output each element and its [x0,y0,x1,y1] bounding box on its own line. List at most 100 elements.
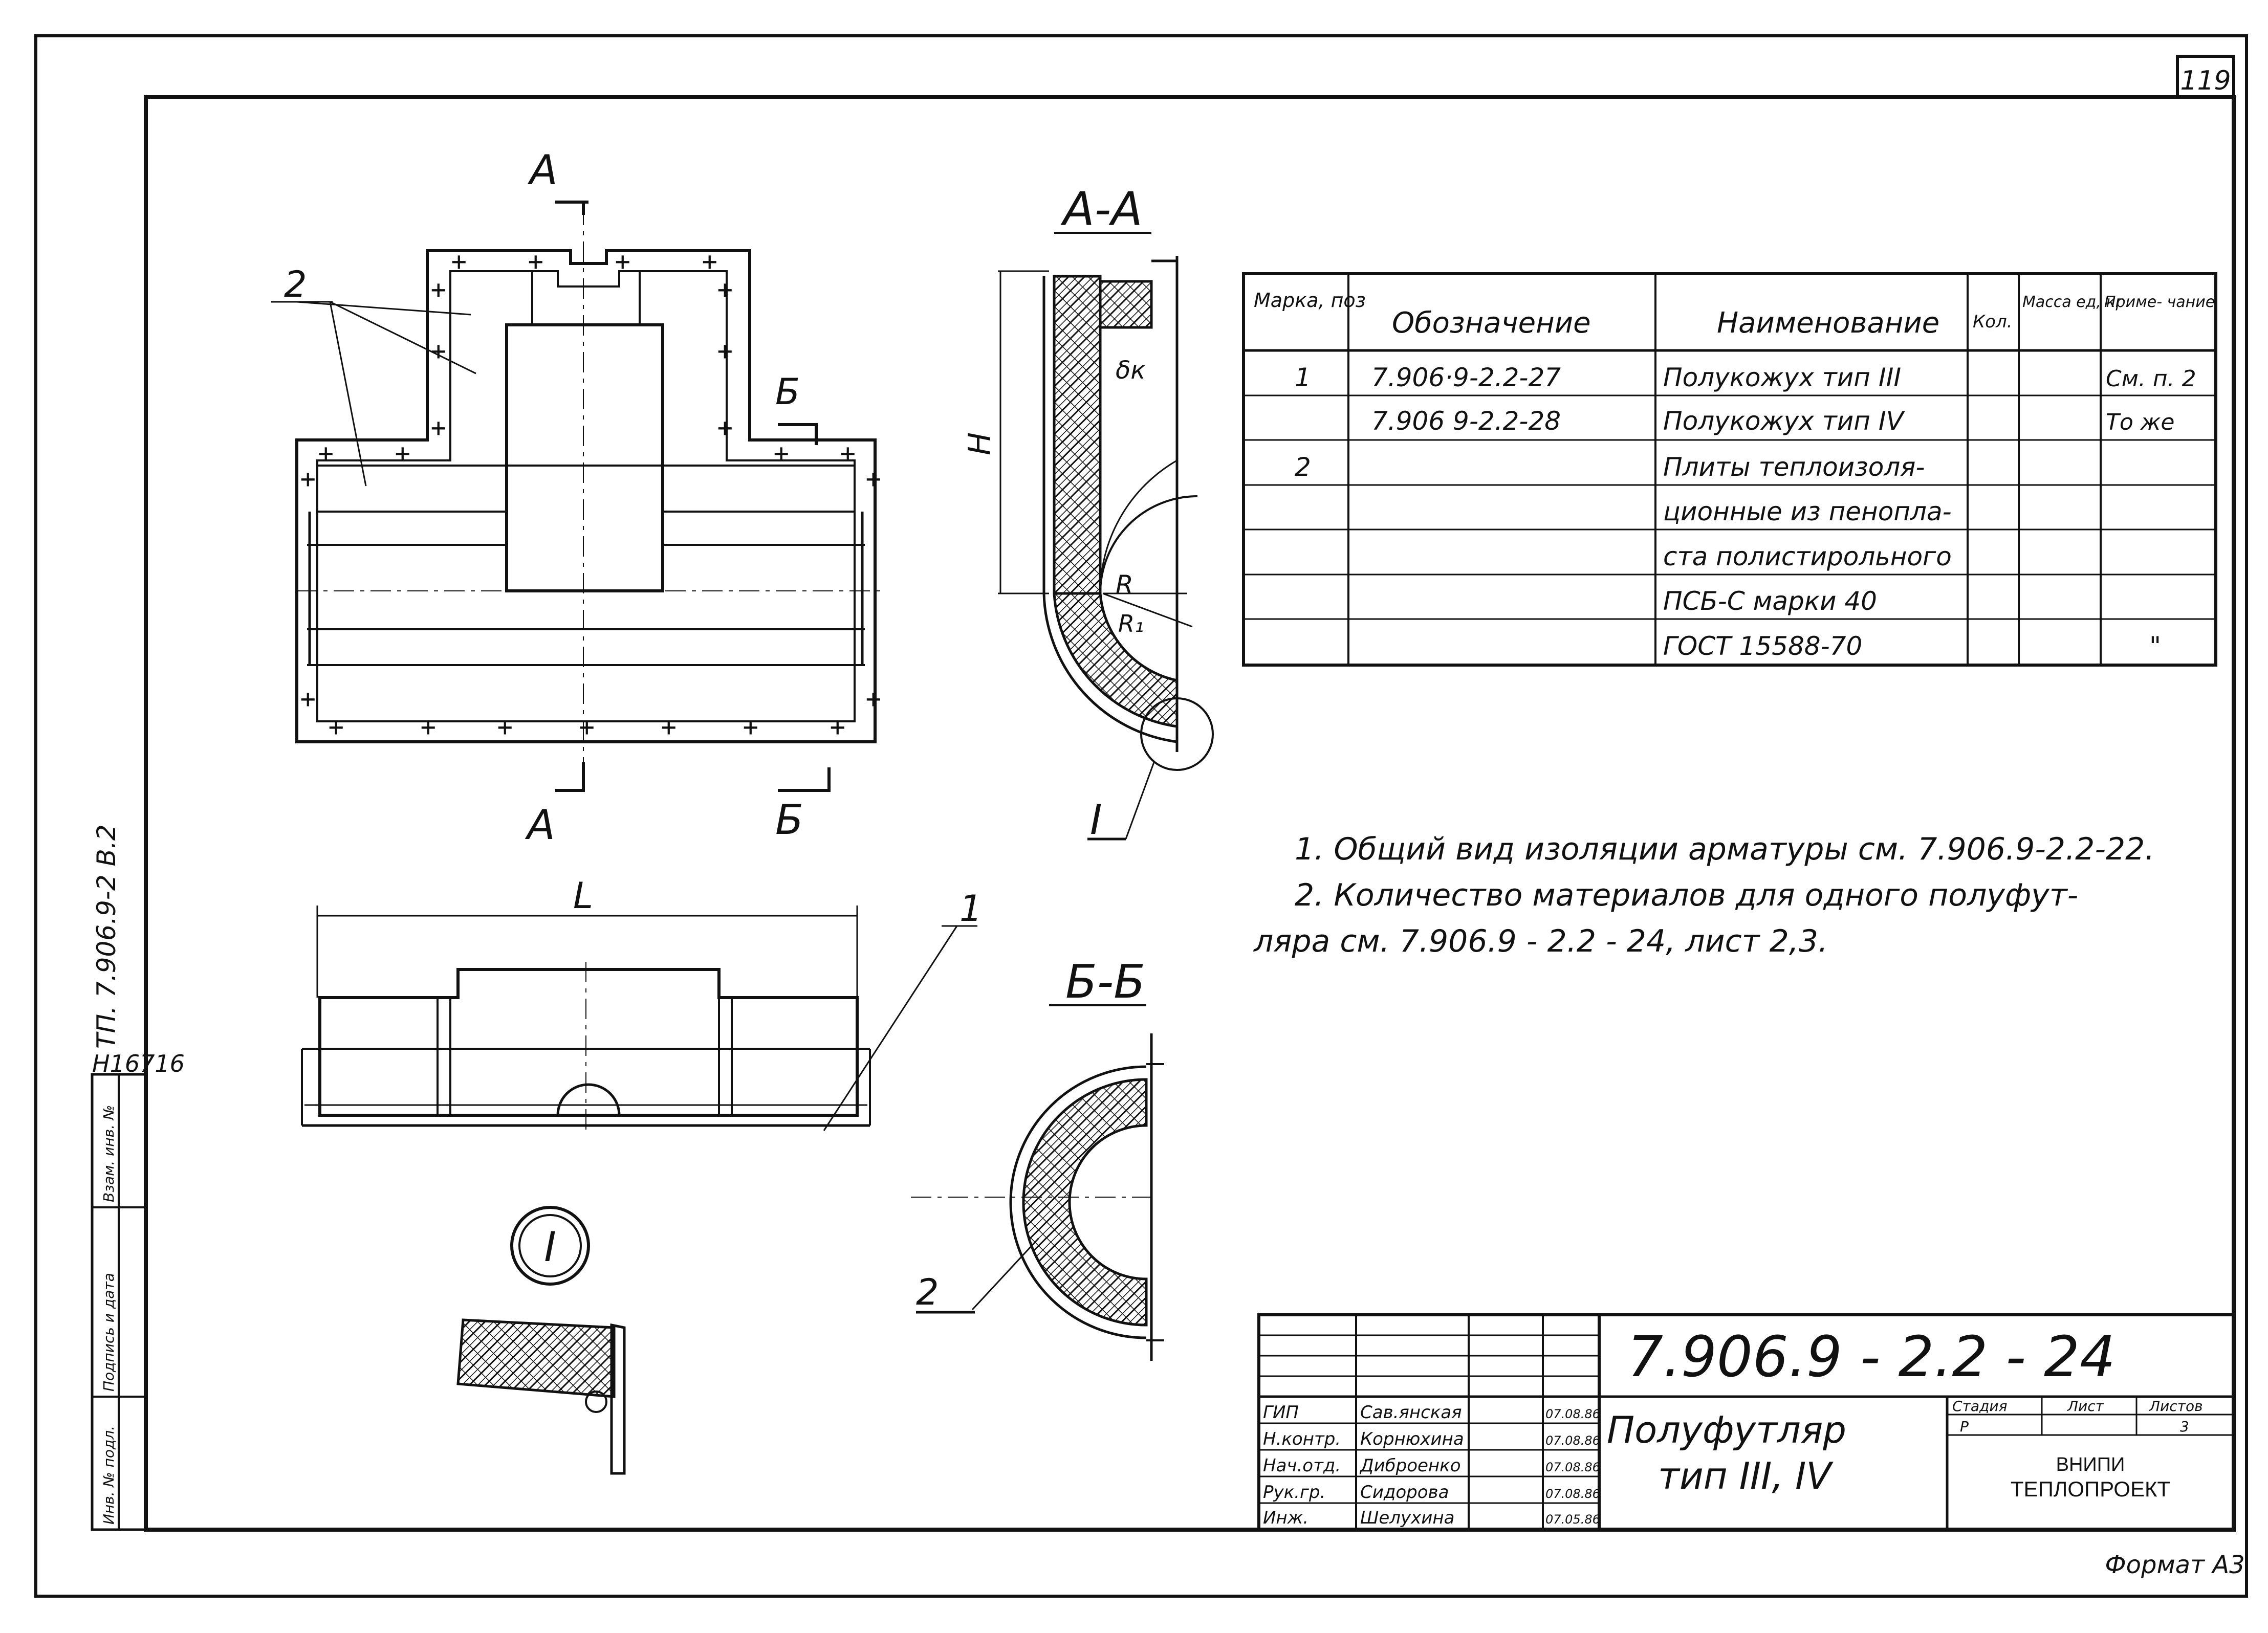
spec-r1-c2: Полукожух тип IV [1663,406,1906,436]
notes: 1. Общий вид изоляции арматуры см. 7.906… [1253,831,2154,959]
stage-v-2: 3 [2180,1418,2189,1435]
stage-cells: Стадия Лист Листов Р 3 [1952,1398,2203,1435]
note-1: 2. Количество материалов для одного полу… [1295,877,2078,913]
svg-text:+: + [716,340,734,363]
svg-text:+: + [299,688,317,711]
outer-border [34,34,2248,1598]
note-0: 1. Общий вид изоляции арматуры см. 7.906… [1295,831,2154,867]
side-stamp: ТП. 7.906.9-2 В.2 Н16716 Инв. № подл. По… [91,824,185,1531]
side-code: ТП. 7.906.9-2 В.2 [92,824,121,1049]
spec-r1-c1: 7.906 9-2.2-28 [1371,406,1561,436]
spec-r4-c2: ста полистирольного [1663,542,1952,571]
svg-text:+: + [865,468,882,491]
stage-h-0: Стадия [1952,1398,2007,1415]
role-4: Инж. [1263,1508,1309,1528]
note-2: ляра см. 7.906.9 - 2.2 - 24, лист 2,3. [1253,923,1828,959]
name-2: Диброенко [1359,1455,1461,1476]
detail-i-marker: I [510,1206,590,1286]
date-2: 07.08.86 [1545,1460,1600,1474]
dim-r: R [1116,570,1133,600]
title-block [1257,1313,2235,1531]
spec-r2-c0: 2 [1295,452,1311,482]
cut-b-top: Б [775,371,800,413]
detail-label: I [544,1223,556,1271]
title-line-2: тип III, IV [1658,1454,1834,1497]
svg-text:+: + [450,250,468,274]
inner-frame [144,95,2236,1532]
date-1: 07.08.86 [1545,1433,1600,1448]
spec-headers: Марка, поз Обозначение Наименование Кол.… [1254,289,2215,340]
svg-text:+: + [430,340,447,363]
svg-text:+: + [742,716,759,739]
bolt-marks: + + + + + + + + + + + + + + + + + + + + … [299,250,883,740]
spec-rows: 1 7.906·9-2.2-27 Полукожух тип III См. п… [1295,363,2196,661]
spec-r5-c2: ПСБ-С марки 40 [1663,586,1877,616]
dim-h: Н [962,432,998,455]
spec-header-1: Обозначение [1392,306,1591,340]
side-field-2: Взам. инв. № [100,1105,117,1202]
sheet-number: 119 [2180,65,2231,96]
dim-delta: δк [1116,356,1145,385]
spec-r3-c2: ционные из пенопла- [1663,497,1952,526]
spec-table [1242,272,2217,667]
date-4: 07.05.86 [1545,1512,1600,1527]
svg-text:+: + [829,716,846,739]
spec-r6-c2: ГОСТ 15588-70 [1663,631,1862,661]
svg-text:+: + [614,250,631,274]
spec-header-2: Наименование [1717,306,1939,340]
svg-text:+: + [394,442,411,466]
front-view [301,906,977,1131]
role-0: ГИП [1263,1402,1299,1423]
svg-text:+: + [420,716,437,739]
side-inv: Н16716 [92,1050,185,1077]
spec-header-0: Марка, поз [1254,289,1366,312]
stage-h-1: Лист [2067,1398,2104,1415]
cut-a-bottom: А [525,801,555,849]
date-3: 07.08.86 [1545,1487,1600,1501]
name-0: Сав.янская [1360,1402,1462,1423]
svg-text:+: + [527,250,544,274]
side-field-0: Инв. № подл. [100,1426,117,1525]
svg-text:+: + [578,716,596,739]
svg-text:+: + [865,688,882,711]
spec-r0-c2: Полукожух тип III [1663,363,1901,392]
svg-text:+: + [716,278,734,302]
spec-r1-c5: То же [2106,409,2175,435]
title-line-1: Полуфутляр [1607,1408,1846,1451]
svg-text:+: + [496,716,514,739]
spec-r0-c0: 1 [1295,363,1311,392]
svg-text:+: + [716,416,734,440]
svg-text:+: + [839,442,857,466]
section-b-view [911,1033,1164,1361]
svg-text:+: + [317,442,335,466]
spec-r2-c2: Плиты теплоизоля- [1663,452,1925,482]
spec-header-5: Приме- чание [2104,293,2215,311]
date-0: 07.08.86 [1545,1407,1600,1421]
section-a-detail-ref: I [1090,796,1102,844]
plan-callout-2: 2 [284,263,307,305]
stage-h-2: Листов [2149,1398,2203,1415]
spec-r6-c5: " [2149,631,2161,661]
section-b-label: Б-Б [1065,955,1145,1009]
cut-a-top: А [527,146,558,194]
front-callout-1: 1 [959,888,983,930]
dim-r1: R₁ [1118,610,1144,637]
svg-text:+: + [430,278,447,302]
role-1: Н.контр. [1263,1429,1341,1449]
spec-header-4: Масса ед, кг [2022,293,2124,311]
format-label: Формат А3 [2105,1551,2244,1579]
stage-v-0: Р [1960,1418,1969,1435]
org-line-2: ТЕПЛОПРОЕКТ [2011,1477,2170,1501]
svg-text:+: + [430,416,447,440]
spec-header-3: Кол. [1973,312,2012,332]
section-a-view [998,256,1214,841]
doc-code: 7.906.9 - 2.2 - 24 [1627,1324,2116,1389]
sheet-number-box: 119 [2176,55,2235,99]
name-4: Шелухина [1360,1508,1454,1528]
spec-r0-c1: 7.906·9-2.2-27 [1371,363,1561,392]
svg-text:+: + [328,716,345,739]
spec-r0-c5: См. п. 2 [2106,366,2196,392]
svg-text:+: + [299,468,317,491]
role-2: Нач.отд. [1263,1455,1341,1476]
